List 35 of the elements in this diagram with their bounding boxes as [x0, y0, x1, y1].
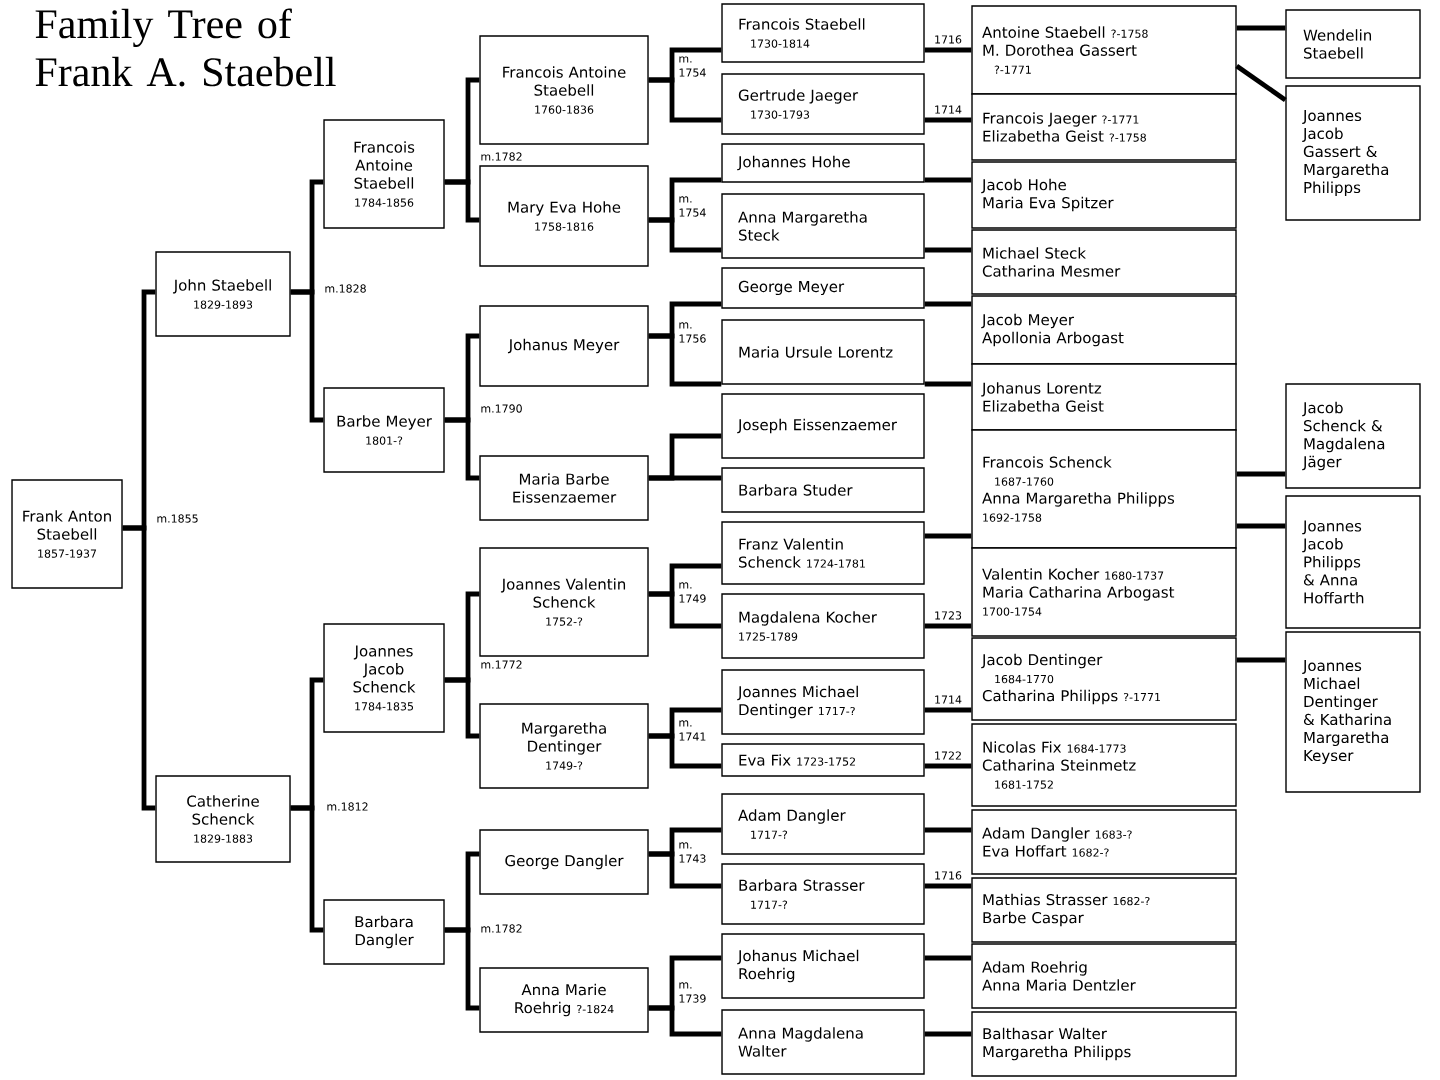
connector-line	[648, 475, 722, 481]
connector-line	[1236, 657, 1286, 663]
connector-line	[924, 533, 972, 539]
connector-line	[924, 301, 972, 307]
connector-line	[444, 417, 480, 481]
connector-line	[924, 177, 972, 183]
connector-line	[122, 525, 156, 811]
connector-line	[924, 1031, 972, 1037]
connector-line	[444, 677, 480, 739]
connector-line	[648, 217, 722, 253]
connector-line	[648, 1005, 722, 1037]
connector-line	[924, 763, 972, 769]
connector-line	[924, 117, 972, 123]
connector-line	[444, 179, 480, 223]
connector-line	[924, 827, 972, 833]
connector-line	[444, 927, 480, 1011]
connector-line	[924, 883, 972, 889]
connector-line	[1236, 523, 1286, 529]
connector-line	[924, 47, 972, 53]
connector-line	[290, 805, 324, 933]
connector-line	[648, 733, 722, 769]
connector-line	[648, 77, 722, 123]
connector-line	[648, 851, 722, 889]
connector-line	[1235, 64, 1287, 102]
title: Family Tree of Frank A. Staebell	[35, 8, 336, 87]
connector-line	[924, 381, 972, 387]
connector-line	[1236, 25, 1286, 31]
connector-line	[924, 247, 972, 253]
connector-line	[648, 333, 722, 387]
connector-line	[924, 955, 972, 961]
connector-line	[1236, 471, 1286, 477]
connector-line	[648, 591, 722, 629]
connector-line	[924, 707, 972, 713]
connector-line	[290, 289, 324, 423]
connector-line	[924, 623, 972, 629]
